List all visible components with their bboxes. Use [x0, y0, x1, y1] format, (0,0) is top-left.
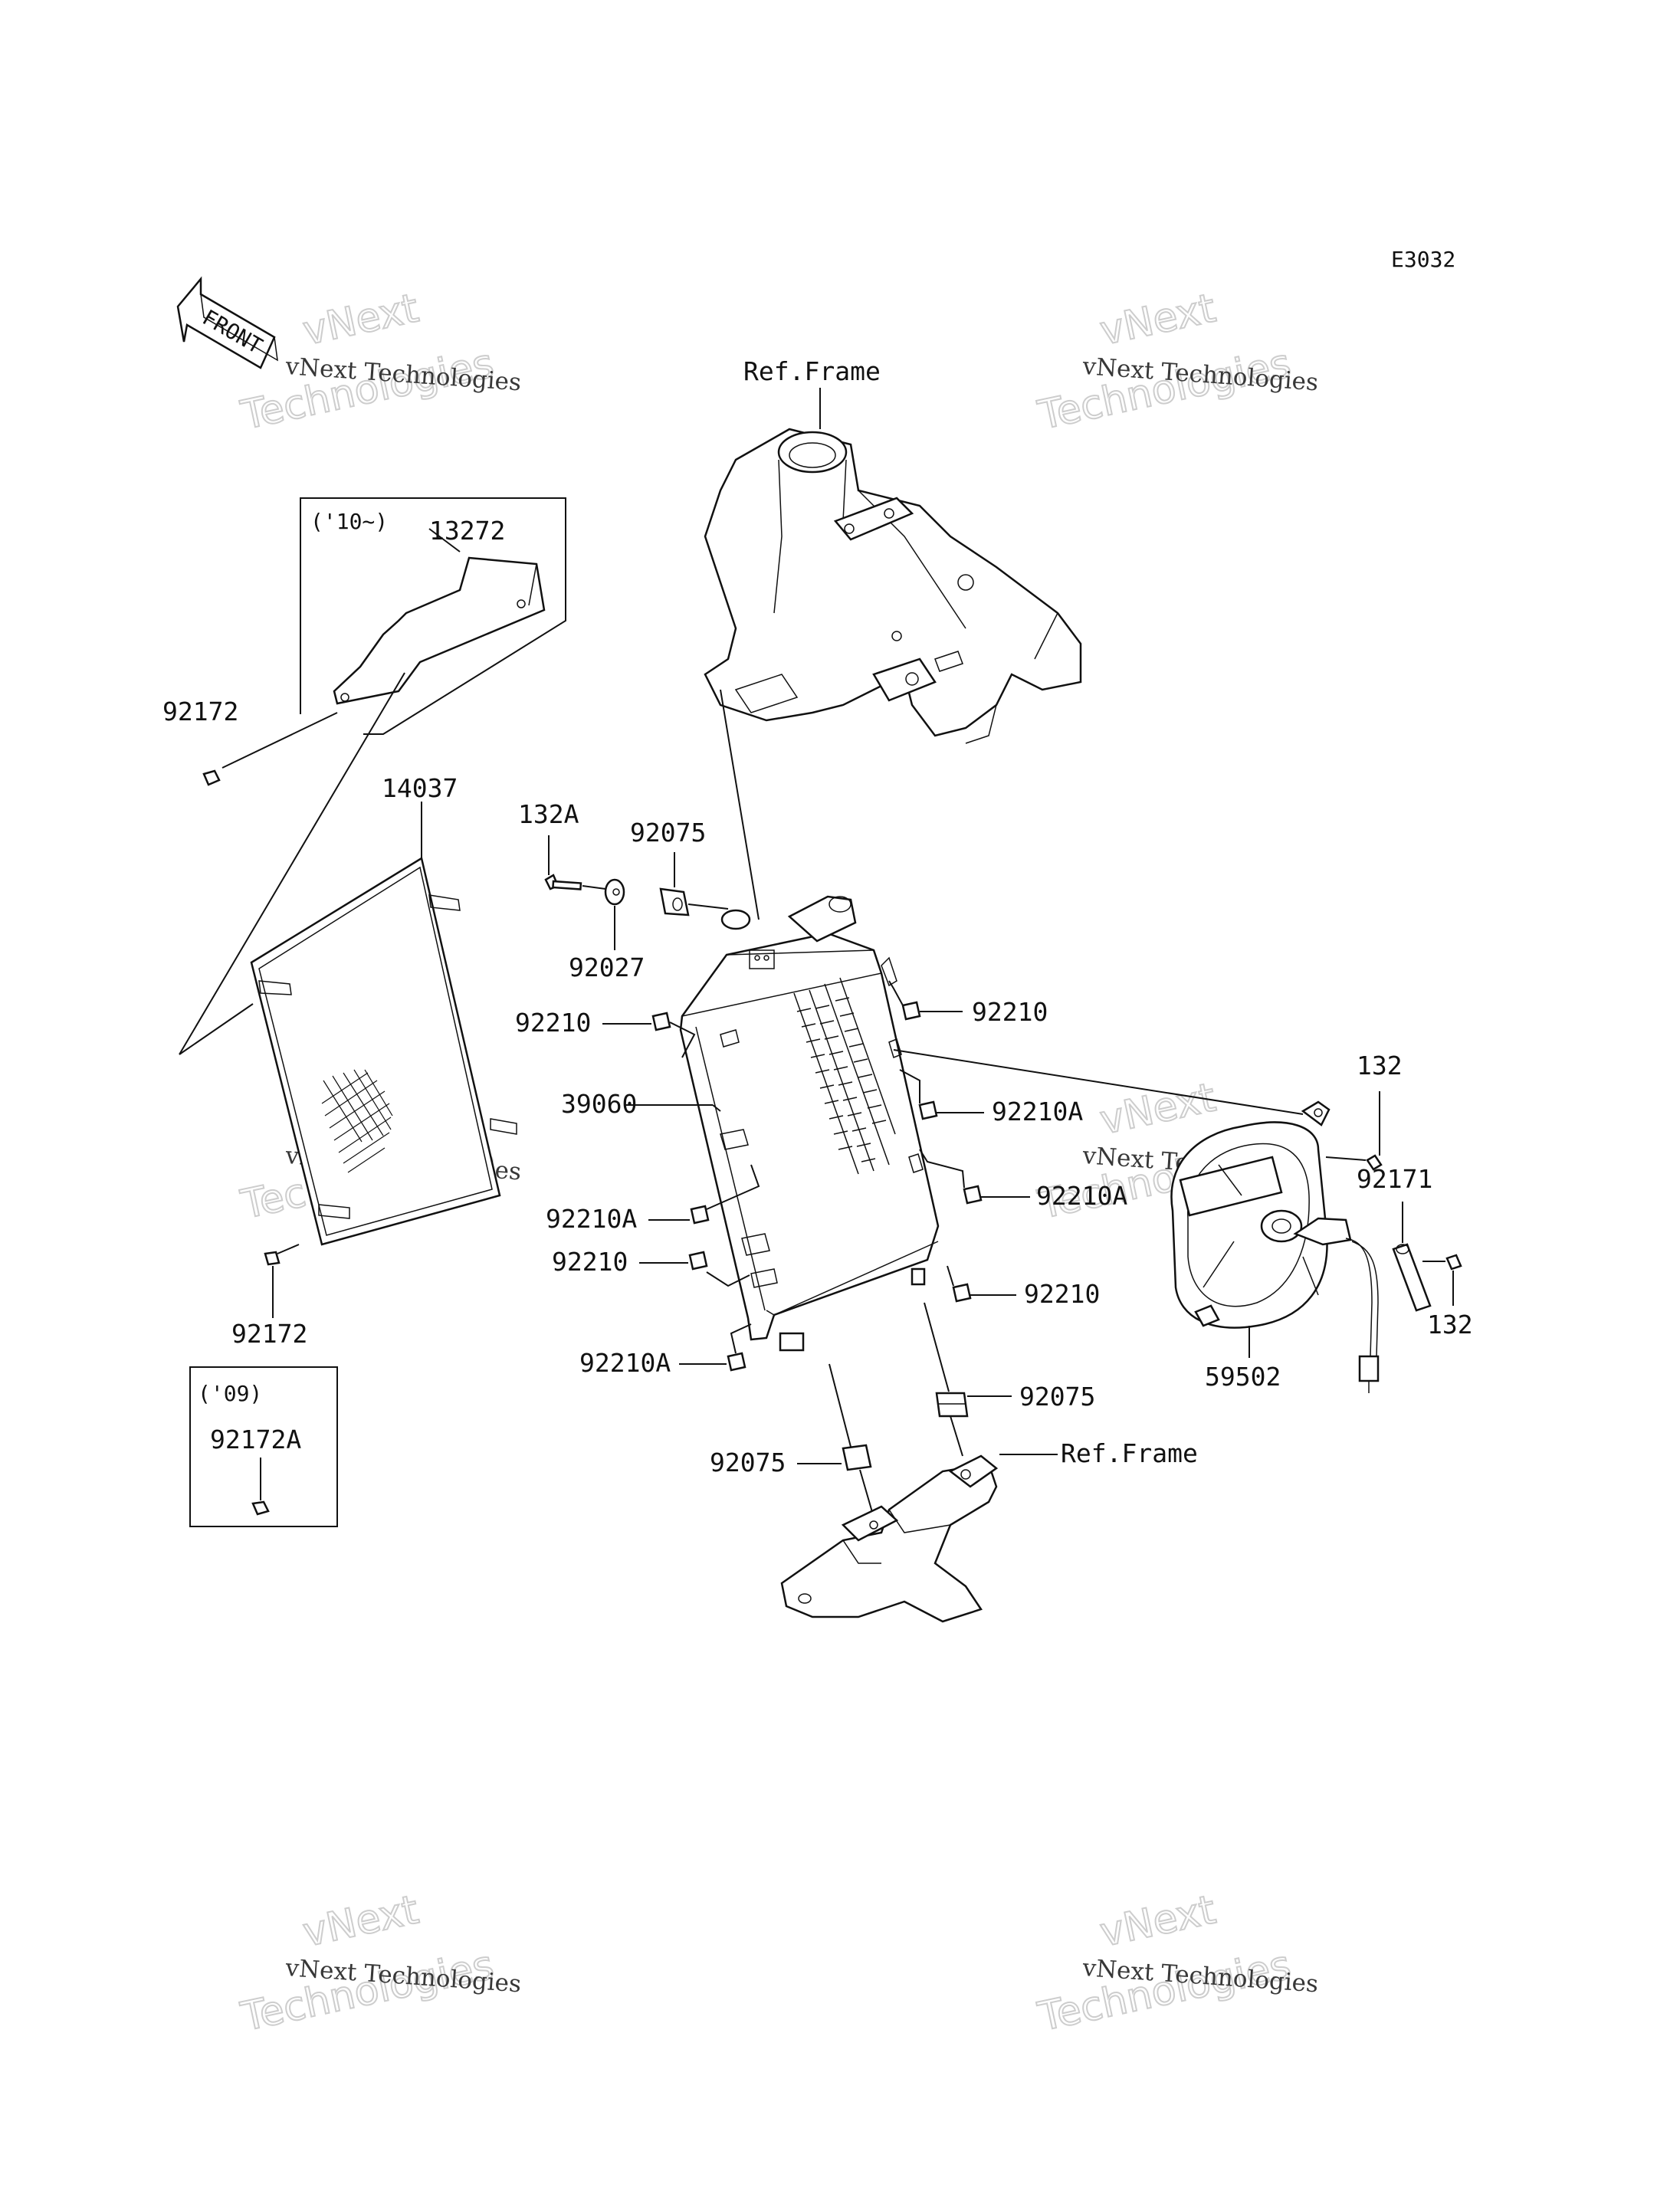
leader-frame-to-radiator	[720, 689, 760, 920]
screen-mesh	[321, 1069, 393, 1173]
clip-92210A-left1	[648, 1164, 760, 1225]
label-92210-right2: 92210	[1024, 1279, 1100, 1309]
label-92171: 92171	[1357, 1164, 1432, 1194]
band-92171	[1392, 1202, 1432, 1312]
label-92210A-left2: 92210A	[579, 1348, 671, 1378]
front-arrow-icon: FRONT	[176, 276, 278, 369]
clip-92210A-left2	[679, 1323, 752, 1372]
label-92075-top: 92075	[630, 818, 706, 848]
label-92027: 92027	[569, 953, 645, 982]
radiator-fins	[793, 977, 896, 1175]
label-92075-right: 92075	[1019, 1382, 1095, 1412]
grommet-92075-bottom	[797, 1363, 874, 1518]
label-ref-frame-top: Ref.Frame	[743, 356, 881, 386]
watermark-bottom-right: vNext Technologies vNext Technologies	[1033, 1886, 1319, 2041]
bracket-13272-part	[333, 556, 546, 705]
screw-92172-top	[202, 712, 338, 786]
radiator-39060-part	[679, 895, 940, 1352]
label-92210-left2: 92210	[552, 1247, 628, 1277]
svg-text:vNext: vNext	[299, 285, 422, 354]
fan-59502-part	[1170, 1100, 1380, 1393]
clip-92210-right1	[888, 980, 963, 1021]
clip-92210A-right1	[899, 1069, 984, 1120]
clip-92210-left2	[639, 1251, 750, 1287]
watermark-top-right: vNext Technologies vNext Technologies	[1033, 284, 1319, 439]
grommet-92075-right	[924, 1302, 1012, 1457]
label-14037: 14037	[382, 773, 458, 803]
bolt-132A	[544, 835, 606, 890]
label-92210-right1: 92210	[972, 997, 1048, 1027]
box-09-caption: ('09)	[198, 1381, 262, 1406]
box-10-onward: ('10~) 13272	[300, 497, 566, 735]
svg-text:vNext: vNext	[1096, 285, 1219, 354]
screw-92172-bottom	[264, 1244, 300, 1318]
bolt-132-top	[1325, 1091, 1383, 1171]
bolt-132-bottom	[1422, 1254, 1462, 1306]
watermark-bottom-left: vNext Technologies vNext Technologies	[236, 1886, 522, 2041]
label-92210A-right1: 92210A	[992, 1097, 1083, 1126]
label-39060: 39060	[561, 1089, 637, 1119]
grommet-92075-top	[659, 852, 729, 917]
label-92172-top: 92172	[162, 697, 238, 726]
label-92172-bottom: 92172	[231, 1319, 307, 1349]
clip-92210-left1	[602, 1012, 696, 1058]
box-10-caption: ('10~)	[310, 509, 388, 534]
diagram-code: E3032	[1391, 247, 1455, 272]
label-132A: 132A	[518, 799, 579, 829]
svg-text:vNext: vNext	[1096, 1887, 1219, 1956]
lower-frame-bracket-part	[780, 1454, 999, 1623]
watermark-top-left: vNext Technologies vNext Technologies	[236, 284, 522, 439]
label-ref-frame-bottom: Ref.Frame	[1061, 1438, 1198, 1468]
washer-92027	[604, 878, 625, 950]
box-2009: ('09) 92172A	[189, 1366, 338, 1527]
clip-92210-right2	[947, 1265, 1016, 1303]
label-92210-left1: 92210	[515, 1008, 591, 1038]
label-92210A-left1: 92210A	[546, 1204, 637, 1234]
label-92210A-right2: 92210A	[1036, 1181, 1127, 1211]
clip-92210A-right2	[919, 1149, 1030, 1205]
label-92075-bottom: 92075	[710, 1448, 786, 1477]
leader-box-screen-1	[179, 672, 405, 1055]
label-59502: 59502	[1205, 1362, 1281, 1392]
label-132-bottom: 132	[1427, 1310, 1473, 1340]
leader-radiator-fan	[893, 1049, 1304, 1115]
radiator-screen-14037-part	[250, 857, 517, 1246]
label-132-top: 132	[1357, 1051, 1403, 1080]
screw-92172A-icon	[251, 1500, 270, 1516]
leader-box-screen-2	[179, 1003, 254, 1055]
svg-text:vNext: vNext	[299, 1887, 422, 1956]
label-92172A: 92172A	[210, 1425, 301, 1454]
frame-part	[704, 428, 1082, 744]
label-13272: 13272	[429, 516, 505, 546]
